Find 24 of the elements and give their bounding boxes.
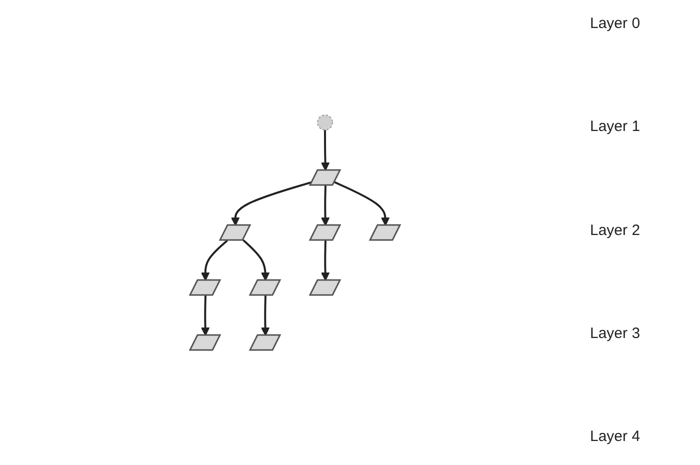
node-parallelogram bbox=[218, 224, 252, 241]
node-circle bbox=[317, 114, 333, 130]
node-parallelogram bbox=[188, 334, 222, 351]
arrow bbox=[230, 181, 312, 226]
arrow bbox=[242, 239, 270, 281]
node-parallelogram bbox=[248, 334, 282, 351]
node-parallelogram bbox=[368, 224, 402, 241]
arrow bbox=[334, 181, 390, 226]
node-parallelogram bbox=[308, 224, 342, 241]
layer-label: Layer 3 bbox=[590, 324, 642, 342]
node-parallelogram bbox=[248, 279, 282, 296]
arrow bbox=[200, 295, 210, 336]
node-parallelogram bbox=[188, 279, 222, 296]
layer-label: Layer 2 bbox=[590, 222, 642, 238]
arrow bbox=[320, 185, 330, 226]
arrow bbox=[260, 295, 270, 336]
layer-label: Layer 4 bbox=[590, 428, 642, 445]
layer-label: Layer 1 bbox=[590, 118, 642, 136]
node-parallelogram bbox=[308, 279, 342, 296]
arrow bbox=[320, 240, 330, 281]
layer-label: Layer 0 bbox=[590, 15, 642, 32]
arrow bbox=[320, 130, 330, 171]
arrow bbox=[200, 240, 228, 281]
node-parallelogram bbox=[308, 169, 342, 186]
